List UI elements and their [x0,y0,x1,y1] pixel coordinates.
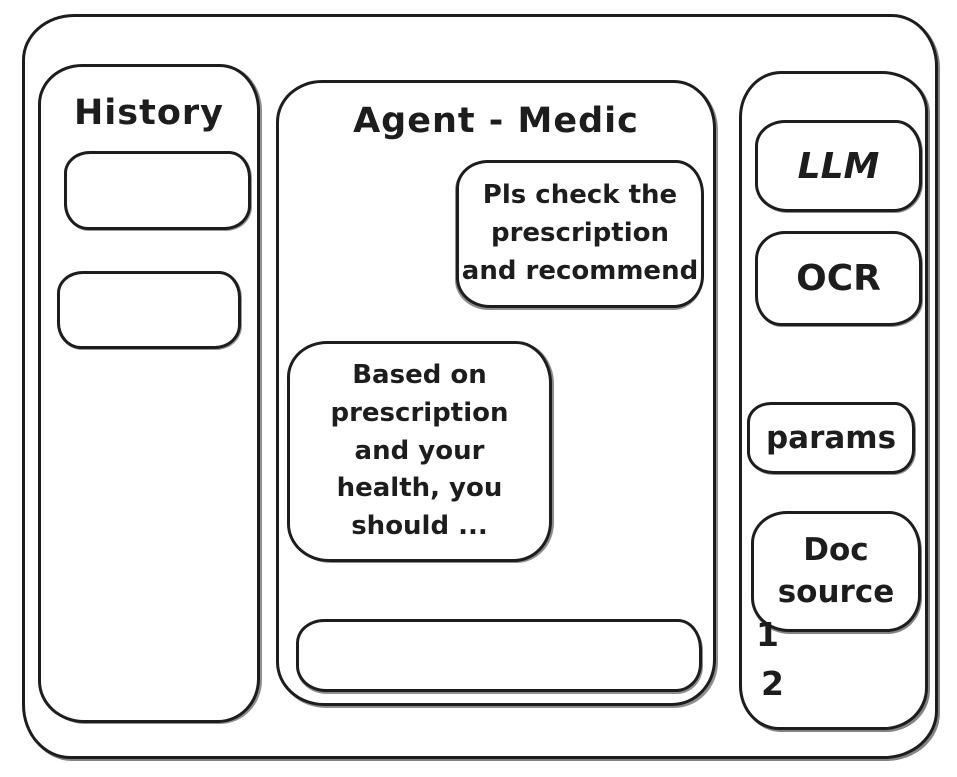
history-title: History [74,93,224,133]
chat-title: Agent - Medic [353,101,639,141]
llm-button[interactable]: LLM [755,120,922,212]
history-item[interactable] [57,271,241,349]
message-input[interactable] [296,619,702,692]
doc-source-item-2[interactable]: 2 [761,664,784,703]
doc-source-button[interactable]: Doc source [751,511,921,632]
user-message-bubble: Pls check the prescription and recommend [456,160,704,308]
agent-message-bubble: Based on prescription and your health, y… [287,341,552,562]
tools-sidebar: LLM OCR params Doc source 1 2 [739,71,928,730]
params-button[interactable]: params [747,402,915,474]
history-item[interactable] [64,151,251,230]
ocr-button[interactable]: OCR [755,231,922,326]
doc-source-item-1[interactable]: 1 [756,615,779,654]
history-sidebar: History [38,64,260,723]
chat-panel: Agent - Medic Pls check the prescription… [276,80,716,706]
